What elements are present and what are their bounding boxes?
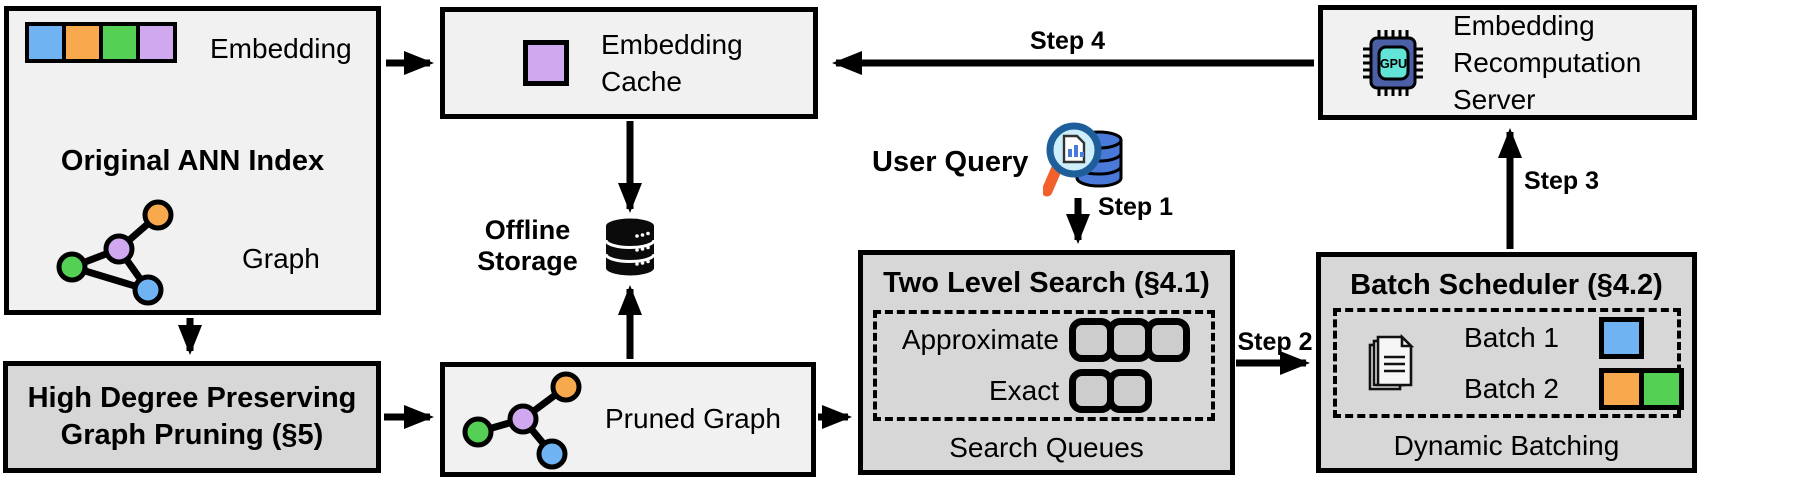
queue-slot xyxy=(1069,369,1114,413)
search-row-1: Approximate xyxy=(877,315,1211,365)
gpu-chip-icon: GPU xyxy=(1363,29,1423,96)
graph-icon xyxy=(56,199,174,306)
magnifier-handle xyxy=(1043,164,1062,197)
queue-slot xyxy=(1107,369,1152,413)
batch-rows: Batch 1 Batch 2 xyxy=(1449,312,1684,414)
batch-row-2: Batch 2 xyxy=(1449,363,1684,414)
queue-strip xyxy=(1069,369,1211,413)
batch-scheduler-box: Batch Scheduler (§4.2) Batch 1 Batch 2 Dy… xyxy=(1316,252,1697,473)
documents-icon xyxy=(1368,333,1415,391)
two-level-search-title: Two Level Search (§4.1) xyxy=(883,267,1210,299)
recomputation-server-label: Embedding Recomputation Server xyxy=(1453,10,1642,115)
embedding-cell-purple xyxy=(136,22,177,63)
embedding-cell-green xyxy=(99,22,140,63)
pruned-graph-box: Pruned Graph xyxy=(440,362,816,477)
step2-label: Step 2 xyxy=(1237,328,1313,356)
search-row-2: Exact xyxy=(877,366,1211,416)
batch-cell-blue xyxy=(1599,316,1644,359)
batch-label: Batch 1 xyxy=(1464,321,1559,353)
embedding-cell-orange xyxy=(62,22,103,63)
graph-pruning-box: High Degree Preserving Graph Pruning (§5… xyxy=(3,361,381,473)
embedding-vector xyxy=(25,22,177,63)
original-ann-index-box: Embedding Original ANN Index Graph xyxy=(4,6,381,315)
cached-embedding-swatch xyxy=(523,40,569,86)
queue-slot xyxy=(1145,318,1190,362)
embedding-cell-blue xyxy=(25,22,66,63)
step1-label: Step 1 xyxy=(1098,193,1174,221)
search-row-label: Approximate xyxy=(901,324,1059,355)
search-queues-label: Search Queues xyxy=(949,432,1144,463)
batch-row-1: Batch 1 xyxy=(1449,312,1684,363)
batch-scheduler-title: Batch Scheduler (§4.2) xyxy=(1350,269,1663,301)
embedding-cache-box: Embedding Cache xyxy=(440,7,818,119)
dynamic-batching-area: Batch 1 Batch 2 xyxy=(1333,308,1684,418)
graph-pruning-line2: Graph Pruning (§5) xyxy=(60,419,324,451)
gpu-chip-text: GPU xyxy=(1380,57,1407,71)
graph-label: Graph xyxy=(242,243,320,274)
step3-label: Step 3 xyxy=(1524,167,1600,195)
batch-cell-orange xyxy=(1599,367,1644,410)
queue-strip xyxy=(1069,318,1211,362)
batch-label: Batch 2 xyxy=(1464,372,1559,404)
user-query-label: User Query xyxy=(872,146,1029,178)
dynamic-batching-label: Dynamic Batching xyxy=(1393,430,1620,461)
batch-cell-strip xyxy=(1599,367,1684,410)
graph-pruning-line1: High Degree Preserving xyxy=(27,382,357,414)
batch-cell-green xyxy=(1639,367,1684,410)
batch-cell-strip xyxy=(1599,316,1644,359)
embedding-label: Embedding xyxy=(210,33,352,64)
recomputation-server-box: GPU Embedding Recomputation Server xyxy=(1318,5,1697,120)
database-icon xyxy=(604,218,656,276)
pruned-graph-icon xyxy=(462,371,582,470)
original-ann-index-title: Original ANN Index xyxy=(60,145,325,177)
step4-label: Step 4 xyxy=(1030,27,1106,55)
offline-storage-label: Offline Storage xyxy=(477,215,578,276)
embedding-cache-label: Embedding Cache xyxy=(601,29,743,97)
pruned-graph-label: Pruned Graph xyxy=(605,403,781,434)
search-row-label: Exact xyxy=(988,375,1059,406)
magnifier-database-icon xyxy=(1043,122,1123,197)
